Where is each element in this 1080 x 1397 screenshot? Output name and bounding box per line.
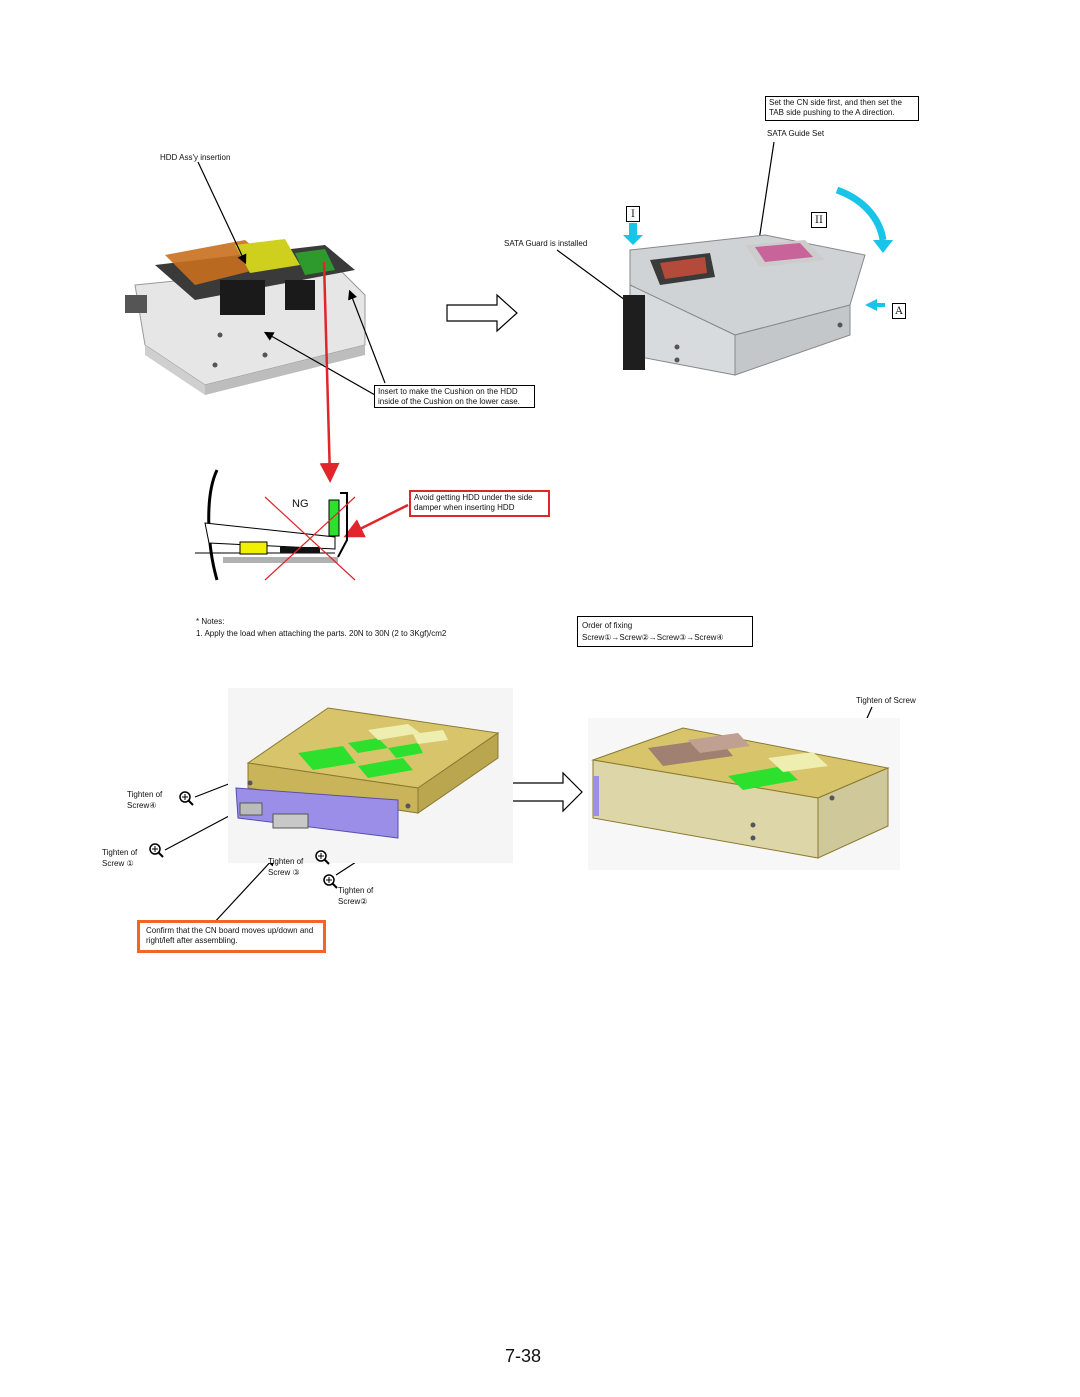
ng-label: NG [292, 498, 309, 510]
step-ii-marker: II [811, 212, 827, 228]
order-title: Order of fixing [582, 621, 633, 630]
tighten-screw3-label-b: Screw ③ [268, 868, 300, 877]
tighten-screw-label: Tighten of Screw [856, 696, 916, 705]
ng-diagram [195, 469, 356, 581]
sata-guide-photo [623, 186, 893, 376]
confirm-cn-board-callout: Confirm that the CN board moves up/down … [137, 920, 326, 953]
page-number: 7-38 [505, 1346, 542, 1366]
screw-icon [149, 843, 164, 858]
tighten-screw4-label-a: Tighten of [127, 790, 163, 799]
finished-assembly-drawing [588, 718, 900, 870]
tighten-screw2-label-b: Screw② [338, 897, 368, 906]
sata-guard-label: SATA Guard is installed [504, 239, 588, 248]
order-of-fixing-box: Order of fixing Screw①→Screw②→Screw③→Scr… [577, 616, 753, 647]
screw-icon [323, 874, 338, 889]
direction-a-marker: A [892, 303, 906, 319]
sata-guide-set-label: SATA Guide Set [767, 129, 825, 138]
notes-heading: * Notes: [196, 617, 225, 626]
tighten-screw3-label-a: Tighten of [268, 857, 304, 866]
hdd-insertion-label: HDD Ass'y insertion [160, 153, 231, 162]
tighten-screw1-label-b: Screw ① [102, 859, 134, 868]
avoid-hdd-callout: Avoid getting HDD under the side damper … [409, 490, 550, 517]
order-sequence: Screw①→Screw②→Screw③→Screw④ [582, 633, 724, 642]
notes-item-1: 1. Apply the load when attaching the par… [196, 629, 447, 638]
set-cn-side-callout: Set the CN side first, and then set the … [765, 96, 919, 121]
tighten-screw4-label-b: Screw④ [127, 801, 157, 810]
step-i-marker: I [626, 206, 640, 222]
screw-icon [315, 850, 330, 865]
insert-cushion-callout: Insert to make the Cushion on the HDD in… [374, 385, 535, 408]
tighten-screw1-label-a: Tighten of [102, 848, 138, 857]
screw-icon [179, 791, 194, 806]
screw-assembly-drawing [228, 688, 513, 863]
hdd-insertion-photo [125, 239, 366, 395]
tighten-screw2-label-a: Tighten of [338, 886, 374, 895]
